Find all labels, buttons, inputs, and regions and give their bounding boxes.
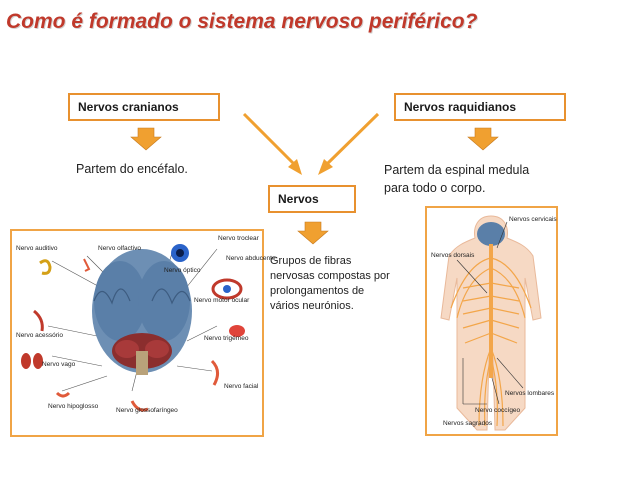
label-motor-ocular: Nervo motor ocular <box>194 297 250 304</box>
nerves-label: Nervos <box>278 192 319 206</box>
cranial-nerves-label: Nervos cranianos <box>78 100 179 114</box>
ear-icon <box>39 259 52 275</box>
nerves-description: Grupos de fibras nervosas compostas por … <box>270 254 390 313</box>
label-hipoglosso: Nervo hipoglosso <box>48 403 99 410</box>
label-vago: Nervo vago <box>42 361 76 368</box>
throat-icon <box>130 400 149 412</box>
label-auditivo: Nervo auditivo <box>16 245 58 252</box>
down-arrow-cranial <box>130 127 162 151</box>
nerves-desc-line3: prolongamentos de <box>270 284 365 297</box>
nerves-box: Nervos <box>268 185 356 213</box>
neck-icon <box>33 309 44 332</box>
nerves-desc-line1: Grupos de fibras <box>270 255 352 267</box>
eye-muscle-icon <box>211 278 243 300</box>
label-facial: Nervo facial <box>224 383 259 390</box>
cranial-nerves-box: Nervos cranianos <box>68 93 220 121</box>
diagonal-arrow-left <box>242 112 298 168</box>
label-optico: Nervo óptico <box>164 267 201 274</box>
label-troclear: Nervo troclear <box>218 235 259 242</box>
down-arrow-spinal <box>467 127 499 151</box>
lungs-icon <box>21 353 43 369</box>
page-title: Como é formado o sistema nervoso perifér… <box>6 10 478 33</box>
label-glossofaringeo: Nervo glossofaríngeo <box>116 407 178 414</box>
label-abducente: Nervo abducente <box>226 255 276 262</box>
nose-icon <box>83 258 91 272</box>
nerves-desc-line2: nervosas compostas por <box>270 269 390 282</box>
eye-icon <box>171 244 189 262</box>
diagonal-arrow-right <box>323 112 380 168</box>
label-olfactivo: Nervo olfactivo <box>98 245 141 252</box>
label-acessorio: Nervo acessório <box>16 332 63 339</box>
label-trigemeo: Nervo trigémeo <box>204 335 249 342</box>
brain-drawing <box>21 244 245 412</box>
body-drawing <box>440 215 542 431</box>
face-icon <box>210 359 219 386</box>
spinal-nerves-box: Nervos raquidianos <box>394 93 566 121</box>
label-lombares: Nervos lombares <box>505 390 555 397</box>
label-dorsais: Nervos dorsais <box>431 252 475 259</box>
label-coccigeo: Nervo coccígeo <box>475 407 521 414</box>
down-arrow-nerves <box>297 221 329 245</box>
label-cervicais: Nervos cervicais <box>509 216 557 223</box>
spinal-desc-line2: para todo o corpo. <box>384 181 486 196</box>
spinal-nerves-label: Nervos raquidianos <box>404 100 517 114</box>
spinal-nerves-illustration: Nervos cervicais Nervos dorsais Nervos l… <box>425 206 558 436</box>
spinal-description: Partem da espinal medula para todo o cor… <box>384 161 529 197</box>
mouth-icon <box>55 391 71 398</box>
cranial-description: Partem do encéfalo. <box>76 162 188 176</box>
cranial-nerves-illustration: Nervo auditivo Nervo olfactivo Nervo ópt… <box>10 229 276 437</box>
nerves-desc-line4: vários neurónios. <box>270 299 354 312</box>
spinal-desc-line1: Partem da espinal medula <box>384 163 530 177</box>
tongue-icon <box>229 325 245 337</box>
label-sagrados: Nervos sagrados <box>443 420 493 427</box>
